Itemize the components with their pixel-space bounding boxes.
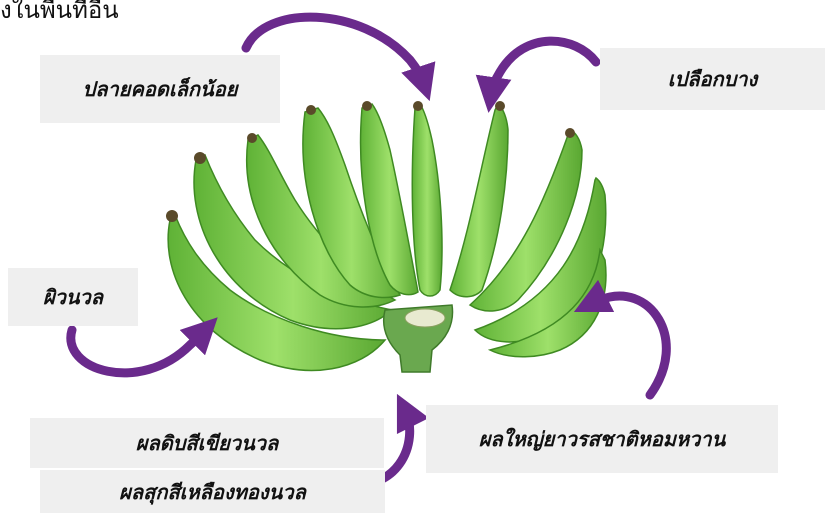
label-smooth-skin: ผิวนวล	[8, 268, 138, 326]
label-raw-color: ผลดิบสีเขียวนวล	[30, 418, 384, 468]
label-ripe-color: ผลสุกสีเหลืองทองนวล	[40, 470, 385, 513]
arrow-thin-peel	[491, 41, 596, 95]
label-large-fruit: ผลใหญ่ยาวรสชาติหอมหวาน	[426, 405, 778, 473]
banana-finger	[412, 104, 442, 296]
arrow-large-fruit	[590, 296, 666, 395]
arrow-smooth-skin	[71, 330, 205, 373]
label-small-tip: ปลายคอดเล็กน้อย	[40, 55, 280, 123]
banana-stem	[384, 305, 453, 372]
label-thin-peel: เปลือกบาง	[600, 48, 825, 110]
banana-finger	[450, 104, 508, 297]
